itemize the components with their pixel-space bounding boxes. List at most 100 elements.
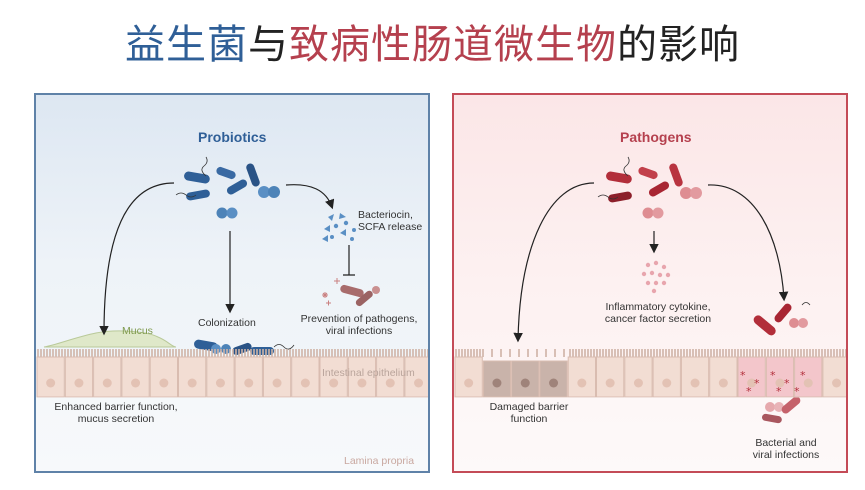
infection-label: Bacterial and viral infections bbox=[736, 437, 836, 461]
svg-text:*: * bbox=[800, 369, 806, 382]
prevention-label-line2: viral infections bbox=[325, 325, 393, 337]
prevention-label-line1: Prevention of pathogens, bbox=[300, 313, 418, 325]
damaged-barrier-label: Damaged barrier function bbox=[474, 401, 584, 425]
probiotics-illustration bbox=[36, 156, 428, 471]
cell-nucleus bbox=[329, 378, 339, 388]
epithelial-cell bbox=[149, 356, 178, 398]
cell-nucleus bbox=[187, 378, 197, 388]
arrow-to-bacteriocin bbox=[285, 184, 335, 210]
barrier-label: Enhanced barrier function, mucus secreti… bbox=[46, 401, 186, 425]
title-probiotics: 益生菌 bbox=[125, 22, 248, 68]
epithelial-cells bbox=[36, 356, 428, 471]
cell-nucleus bbox=[74, 378, 84, 388]
svg-text:*: * bbox=[770, 369, 776, 382]
damaged-barrier-label-line1: Damaged barrier bbox=[489, 401, 569, 413]
cell-nucleus bbox=[520, 378, 530, 388]
barrier-label-line1: Enhanced barrier function, bbox=[54, 401, 178, 413]
probiotic-bacteria-cluster bbox=[175, 156, 280, 219]
arrow-to-barrier bbox=[99, 182, 175, 336]
cell-nucleus bbox=[385, 378, 395, 388]
epithelial-cell bbox=[319, 356, 348, 398]
epithelial-cell bbox=[206, 356, 235, 398]
inflammatory-label-line1: Inflammatory cytokine, bbox=[605, 301, 711, 313]
bacteriocin-label-line2: SCFA release bbox=[358, 221, 423, 233]
cell-nucleus bbox=[131, 378, 141, 388]
mucus-label: Mucus bbox=[122, 325, 153, 337]
epithelial-cell bbox=[454, 356, 483, 398]
cell-nucleus bbox=[244, 378, 254, 388]
inflammatory-label-line2: cancer factor secretion bbox=[604, 313, 712, 325]
epithelial-cell bbox=[624, 356, 653, 398]
cell-nucleus bbox=[159, 378, 169, 388]
cell-nucleus bbox=[102, 378, 112, 388]
epithelial-cell bbox=[36, 356, 65, 398]
bacteriocin-particles bbox=[322, 213, 356, 242]
inflamed-cell-markers: *** *** ** bbox=[740, 369, 806, 398]
epithelial-cell bbox=[765, 356, 795, 398]
svg-text:*: * bbox=[740, 369, 746, 382]
cell-nucleus bbox=[215, 378, 225, 388]
infection-label-line1: Bacterial and bbox=[755, 437, 817, 449]
cell-nucleus bbox=[300, 378, 310, 388]
epithelial-cell bbox=[596, 356, 625, 398]
microvilli bbox=[37, 349, 428, 357]
damaged-barrier-label-line2: function bbox=[510, 413, 548, 425]
pathogens-header: Pathogens bbox=[620, 129, 692, 145]
svg-text:*: * bbox=[784, 377, 790, 390]
cell-nucleus bbox=[690, 378, 700, 388]
colonization-label: Colonization bbox=[198, 317, 256, 329]
epithelial-cell bbox=[737, 356, 766, 398]
cell-nucleus bbox=[577, 378, 587, 388]
microvilli bbox=[455, 349, 846, 357]
epithelial-cell bbox=[178, 356, 207, 398]
mucus-layer bbox=[43, 330, 177, 348]
bacteriocin-label-line1: Bacteriocin, bbox=[358, 209, 413, 221]
epithelial-cell bbox=[404, 356, 428, 398]
pathogen-bacteria-cluster bbox=[597, 156, 702, 219]
cell-nucleus bbox=[832, 378, 842, 388]
lamina-propria-label: Lamina propria bbox=[344, 455, 415, 467]
svg-text:*: * bbox=[754, 377, 760, 390]
epithelial-cell bbox=[93, 356, 122, 398]
cell-nucleus bbox=[357, 378, 367, 388]
epithelial-cell bbox=[291, 356, 320, 398]
epithelial-cell bbox=[709, 356, 738, 398]
probiotics-header: Probiotics bbox=[198, 129, 267, 145]
cell-nucleus bbox=[775, 378, 785, 388]
epithelial-cell bbox=[121, 356, 150, 398]
arrow-to-infection bbox=[707, 184, 789, 302]
inflammatory-label: Inflammatory cytokine, cancer factor sec… bbox=[588, 301, 728, 325]
probiotics-panel: Probiotics Mucus Colonization Bacterioci… bbox=[34, 93, 430, 473]
epithelial-cell bbox=[347, 356, 377, 398]
cell-nucleus bbox=[803, 378, 813, 388]
epithelial-cell bbox=[234, 356, 263, 398]
cell-nucleus bbox=[662, 378, 672, 388]
epithelial-cell bbox=[822, 356, 846, 398]
epithelial-cell bbox=[794, 356, 823, 398]
barrier-label-line2: mucus secretion bbox=[77, 413, 155, 425]
epithelial-cells bbox=[454, 356, 846, 471]
page-title: 益生菌与致病性肠道微生物的影响 bbox=[0, 12, 865, 70]
cell-nucleus bbox=[272, 378, 282, 388]
cytokine-particles bbox=[641, 260, 671, 294]
epithelial-cell bbox=[567, 356, 596, 398]
epithelial-cell bbox=[652, 356, 681, 398]
translocated-pathogens bbox=[762, 396, 801, 424]
arrow-to-damage bbox=[513, 182, 595, 343]
invading-pathogens bbox=[753, 302, 811, 336]
title-connector: 与 bbox=[248, 22, 289, 68]
cell-nucleus bbox=[46, 378, 56, 388]
svg-text:*: * bbox=[794, 385, 800, 398]
cell-nucleus bbox=[492, 378, 502, 388]
epithelium-label: Intestinal epithelium bbox=[322, 367, 415, 379]
inhibited-pathogens bbox=[322, 278, 380, 307]
lamina-propria bbox=[454, 397, 846, 471]
pathogens-panel: *** *** ** Pathogens Inflammatory cytoki… bbox=[452, 93, 848, 473]
bacteriocin-label: Bacteriocin, SCFA release bbox=[358, 209, 422, 233]
cell-nucleus bbox=[549, 378, 559, 388]
title-pathogens: 致病性肠道微生物 bbox=[289, 22, 617, 68]
cell-nucleus bbox=[747, 378, 757, 388]
prevention-label: Prevention of pathogens, viral infection… bbox=[294, 313, 424, 337]
lamina-propria bbox=[36, 397, 428, 471]
cell-nucleus bbox=[414, 378, 424, 388]
